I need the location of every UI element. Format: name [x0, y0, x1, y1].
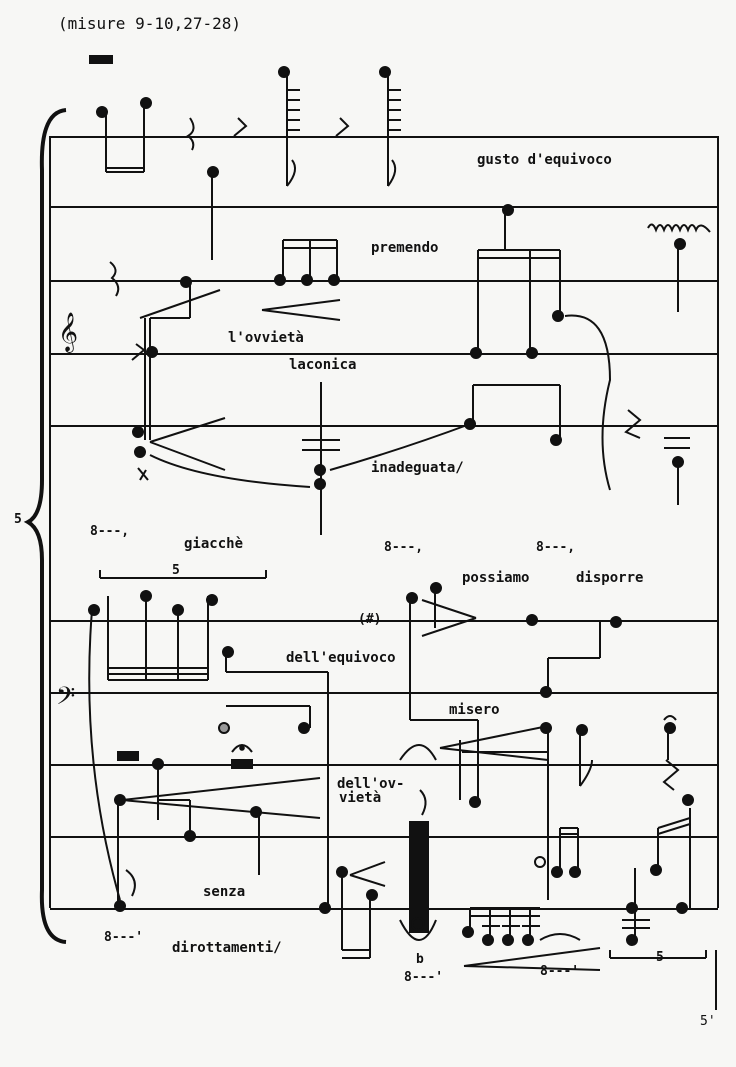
word-vieta: vietà — [339, 790, 382, 806]
page-mark: 5' — [700, 1014, 716, 1029]
word-premendo: premendo — [371, 240, 439, 256]
staff-line — [50, 764, 718, 766]
ottava-mark: 8---' — [404, 970, 444, 985]
word-ovvieta: l'ovvietà — [228, 330, 304, 346]
word-senza: senza — [203, 884, 246, 900]
staff-line — [50, 206, 718, 208]
word-gusto: gusto d'equivoco — [477, 152, 612, 168]
word-giacche: giacchè — [184, 536, 244, 552]
word-dirottamenti: dirottamenti/ — [172, 940, 282, 956]
system-brace — [23, 108, 67, 944]
word-misero: misero — [449, 702, 500, 718]
treble-clef-icon: 𝄞 — [58, 312, 79, 352]
staff-line — [50, 620, 718, 622]
staff-line — [50, 136, 718, 138]
staff-line — [50, 353, 718, 355]
staff-line — [50, 836, 718, 838]
word-disporre: disporre — [576, 570, 644, 586]
word-possiamo: possiamo — [462, 570, 530, 586]
ottava-mark: 8---, — [384, 540, 424, 555]
word-inadeguata: inadeguata/ — [371, 460, 464, 476]
ottava-mark: 8---, — [90, 524, 130, 539]
staff-line — [50, 425, 718, 427]
word-dellequivoco: dell'equivoco — [286, 650, 396, 666]
staff-line — [50, 692, 718, 694]
brace-number: 5 — [14, 512, 22, 527]
word-dellov: dell'ov- — [337, 776, 405, 792]
tuplet-number: 5 — [656, 950, 664, 965]
ottava-mark: 8---' — [540, 964, 580, 979]
tuplet-number: 5 — [172, 563, 180, 578]
accidental-mark: b — [416, 952, 424, 967]
whole-rest — [89, 55, 113, 64]
accidental-mark: (#) — [358, 612, 382, 627]
staff-line — [50, 908, 718, 910]
measure-reference: (misure 9-10,27-28) — [58, 14, 242, 33]
word-laconica: laconica — [289, 357, 357, 373]
staff-line — [50, 280, 718, 282]
ottava-mark: 8---' — [104, 930, 144, 945]
bass-clef-icon: 𝄢 — [56, 682, 76, 717]
ottava-mark: 8---, — [536, 540, 576, 555]
